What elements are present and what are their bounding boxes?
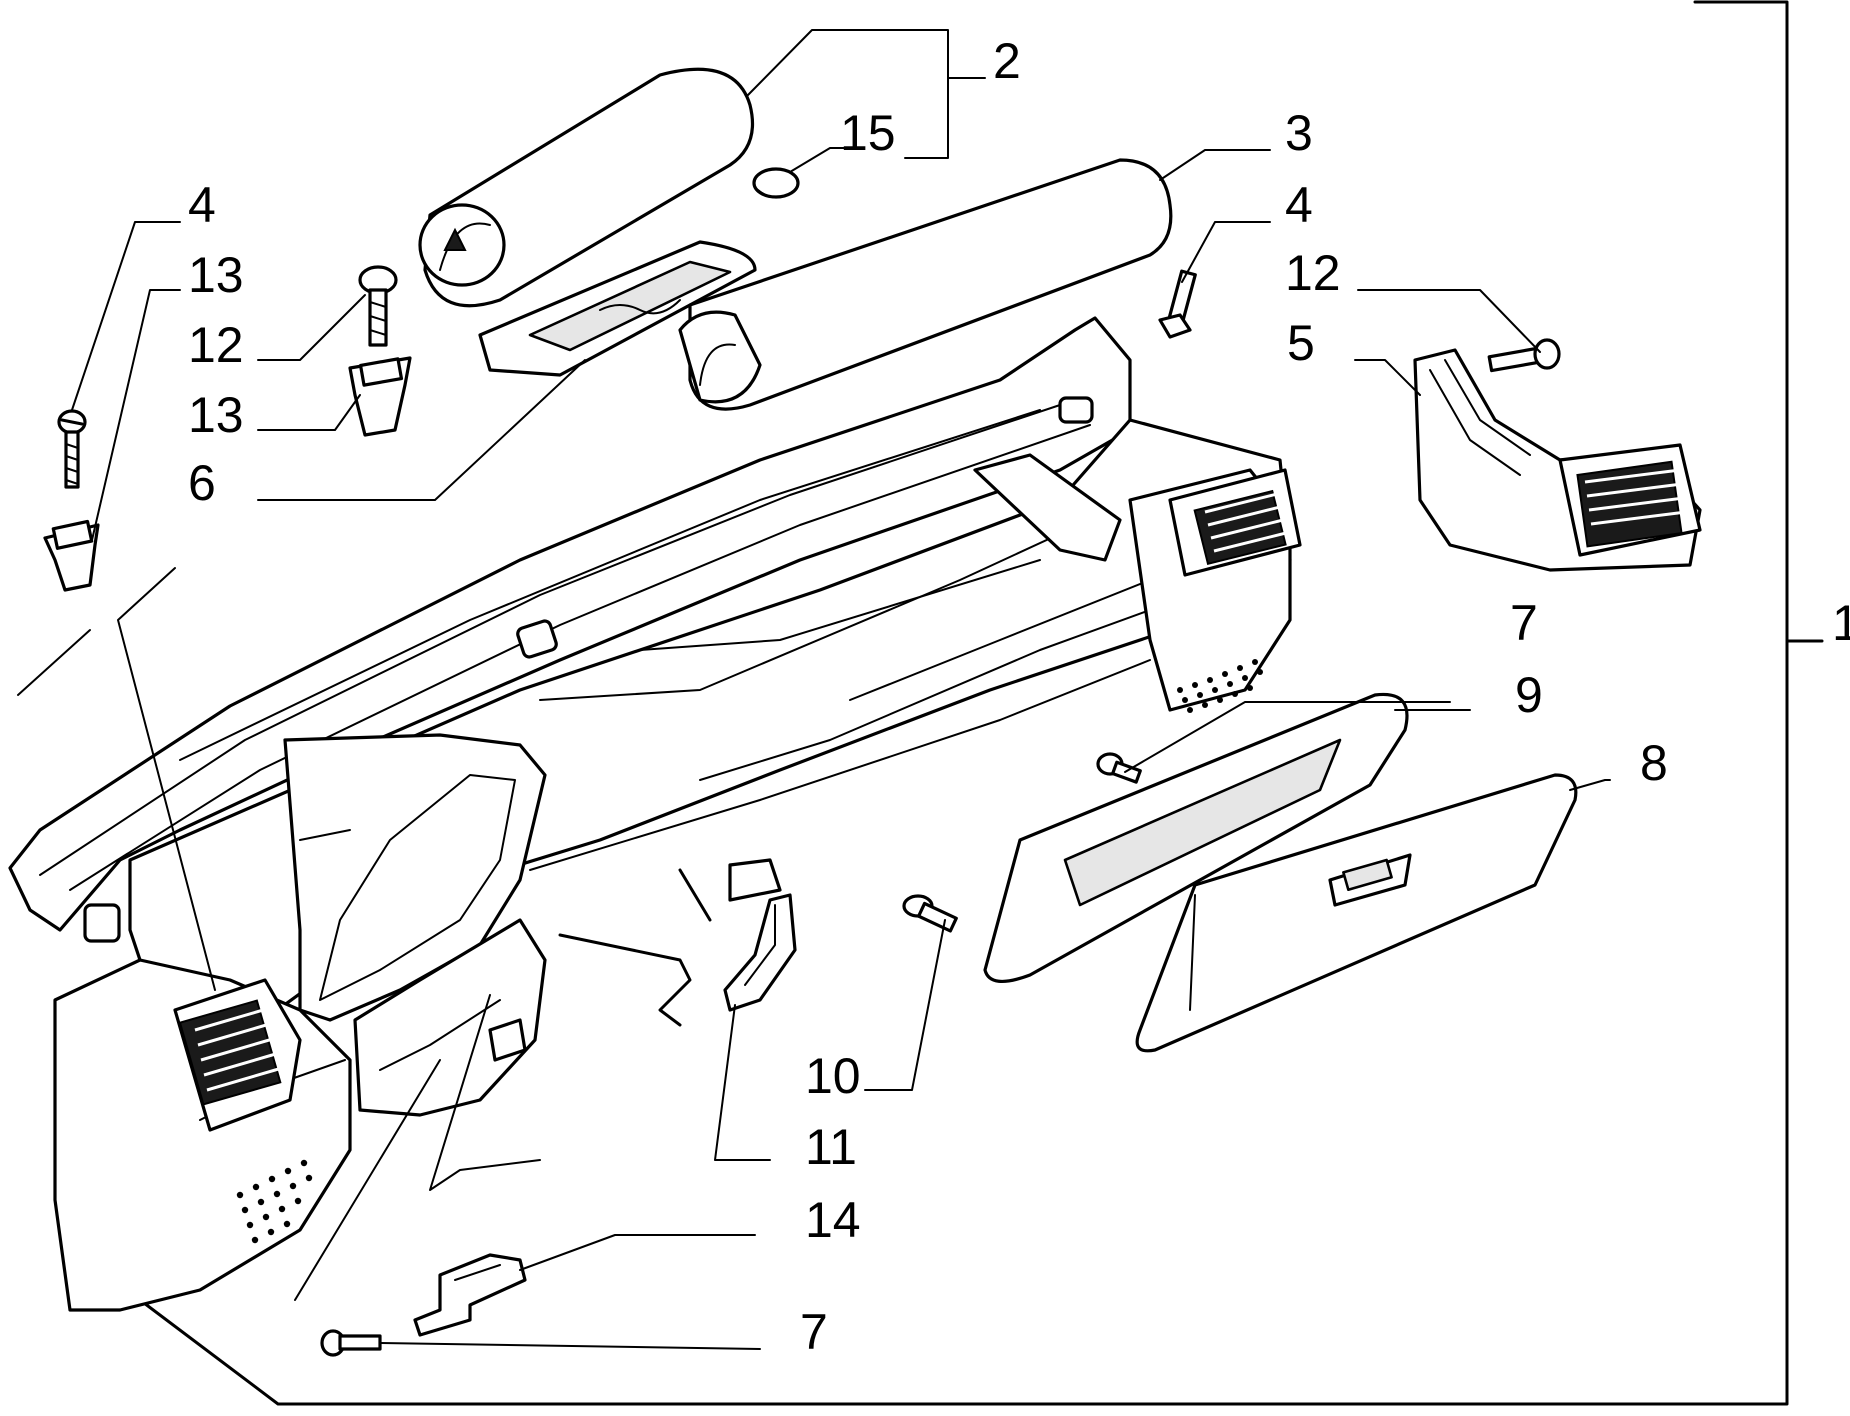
callout-labels: 1 2 3 4 4 5 6 7 7 8 9 10 11 13 12 12 13 …	[188, 33, 1850, 1360]
part-7-screw-upper	[1096, 752, 1142, 784]
part-7-screw-lower	[320, 1329, 382, 1357]
callout-10: 10	[805, 1048, 861, 1104]
callout-9: 9	[1515, 667, 1543, 723]
callout-7-lower: 7	[800, 1304, 828, 1360]
part-4-screw-left	[57, 409, 87, 489]
part-10-screw	[902, 894, 958, 933]
right-dash-vent	[1168, 468, 1302, 577]
assembly-bracket	[138, 0, 1824, 1406]
callout-14: 14	[805, 1192, 861, 1248]
callout-4-left: 4	[188, 177, 216, 233]
callout-11: 11	[805, 1119, 857, 1175]
part-13-clip-center	[348, 356, 412, 437]
instrument-cluster-hood	[283, 733, 547, 1022]
part-12-screw-center	[358, 265, 398, 347]
callout-13-left: 13	[188, 247, 244, 303]
left-end-panel	[53, 958, 352, 1312]
left-speaker-grille	[236, 1159, 313, 1244]
part-3-pad	[678, 158, 1173, 411]
part-2-upper-pad	[418, 67, 755, 308]
dashboard-panel	[8, 316, 1302, 1312]
callout-5: 5	[1287, 315, 1315, 371]
callout-8: 8	[1640, 735, 1668, 791]
callout-1: 1	[1832, 595, 1850, 651]
callout-12-right: 12	[1285, 245, 1341, 301]
callout-2: 2	[993, 33, 1021, 89]
leader-lines	[17, 29, 1611, 1350]
part-6-tray	[478, 240, 757, 377]
part-12-screw-right	[1487, 338, 1561, 373]
callout-7-upper: 7	[1510, 595, 1538, 651]
callout-15: 15	[840, 105, 896, 161]
part-8-glovebox-lid	[1135, 773, 1578, 1053]
part-5-side-vent	[1413, 348, 1702, 572]
part-9-glovebox-frame	[983, 692, 1409, 983]
callout-13-center: 13	[188, 387, 244, 443]
part-11-bracket	[723, 893, 797, 1012]
part-14-clip	[413, 1253, 527, 1337]
steering-column-opening	[353, 918, 547, 1117]
right-speaker-grille	[1177, 659, 1263, 713]
part-4-screw-right	[1158, 269, 1197, 339]
part-13-clip-left	[43, 519, 100, 592]
callout-6: 6	[188, 455, 216, 511]
part-15-cap	[752, 167, 800, 199]
callout-4-right: 4	[1285, 177, 1313, 233]
callout-3: 3	[1285, 105, 1313, 161]
callout-12-center: 12	[188, 317, 244, 373]
